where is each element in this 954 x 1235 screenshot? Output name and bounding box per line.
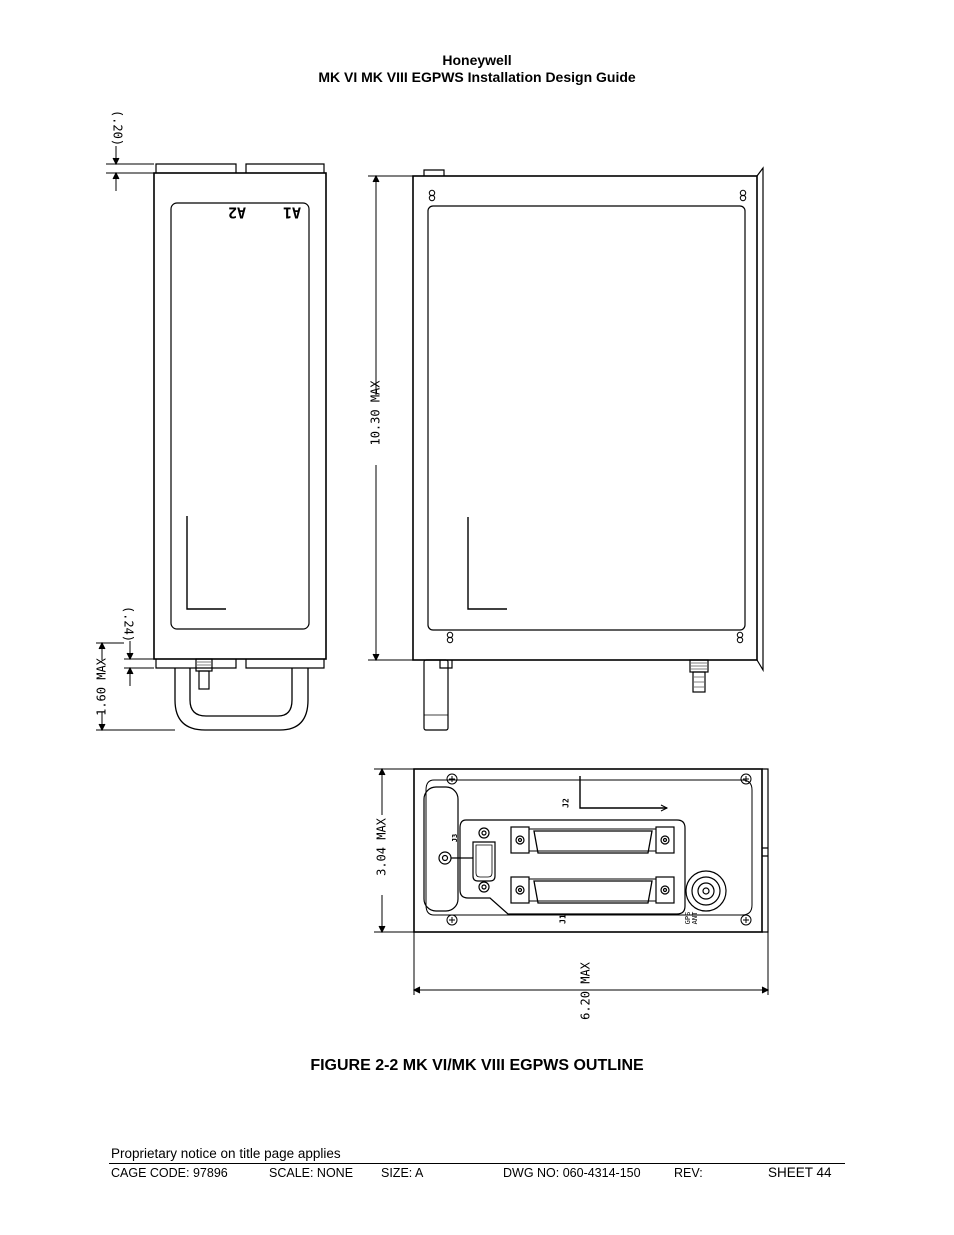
end-view-side-flange xyxy=(762,768,769,933)
side-view-bottom-flanges xyxy=(155,659,325,669)
side-view-label-panel xyxy=(170,202,310,630)
proprietary-notice: Proprietary notice on title page applies xyxy=(111,1146,341,1161)
side-view-handle-outer xyxy=(174,668,309,731)
label-gps: GPS xyxy=(684,912,692,925)
dim-top-clearance: (.20) xyxy=(111,110,125,146)
dim-depth-max: 6.20 MAX xyxy=(579,961,593,1020)
front-view-orientation-arrow xyxy=(467,517,507,610)
front-view-body xyxy=(412,175,758,661)
front-view-side-flange xyxy=(756,166,764,673)
side-view-body xyxy=(153,172,327,660)
side-view-top-flanges xyxy=(155,163,325,173)
end-view-bezel xyxy=(425,779,753,916)
rev: REV: xyxy=(674,1166,703,1180)
end-view-handle xyxy=(423,786,459,912)
label-a1: A1 xyxy=(283,204,301,222)
title-block: CAGE CODE: 97896 SCALE: NONE SIZE: A DWG… xyxy=(111,1165,841,1184)
dim-front-height-max: 3.04 MAX xyxy=(375,817,389,876)
scale: SCALE: NONE xyxy=(269,1166,354,1180)
front-view-screws xyxy=(428,189,747,644)
side-view-orientation-arrow xyxy=(186,516,226,610)
side-view-handle-inner xyxy=(189,668,293,717)
connector-plate xyxy=(459,819,686,915)
end-view-orientation-arrow xyxy=(579,776,667,809)
footer-divider xyxy=(109,1163,845,1164)
size: SIZE: A xyxy=(381,1166,424,1180)
page-header: Honeywell MK VI MK VIII EGPWS Installati… xyxy=(0,52,954,86)
header-company: Honeywell xyxy=(442,52,512,68)
figure-caption: FIGURE 2-2 MK VI/MK VIII EGPWS OUTLINE xyxy=(310,1057,644,1074)
end-view-dimensions: 3.04 MAX 6.20 MAX xyxy=(374,767,770,1020)
end-view-screws xyxy=(446,773,752,926)
cage-code: CAGE CODE: 97896 xyxy=(111,1166,228,1180)
dwg-no: DWG NO: 060-4314-150 xyxy=(503,1166,641,1180)
label-ant: ANT xyxy=(691,911,699,924)
side-view-dimensions: (.20) (.24) 1.60 MAX xyxy=(95,110,175,732)
header-title: MK VI MK VIII EGPWS Installation Design … xyxy=(318,69,636,85)
front-view-dimensions: 10.30 MAX xyxy=(368,174,413,662)
label-j1: J1 xyxy=(559,914,568,924)
connector-j1 xyxy=(510,876,675,904)
dim-height-max: 10.30 MAX xyxy=(369,380,383,446)
connector-end-view: J2 J1 J3 GPS ANT xyxy=(413,768,769,933)
sheet: SHEET 44 xyxy=(768,1165,832,1180)
front-view-connector-body xyxy=(692,671,706,693)
side-view-connector-body xyxy=(198,670,210,690)
end-view-body xyxy=(413,768,763,933)
connector-j2 xyxy=(510,826,675,854)
label-j2: J2 xyxy=(562,798,571,808)
side-view: A1 A2 xyxy=(153,163,327,731)
connector-j3 xyxy=(438,827,496,893)
label-j3: J3 xyxy=(451,834,459,842)
label-a2: A2 xyxy=(228,204,246,222)
gps-antenna-connector xyxy=(685,870,727,912)
dim-width-max: 1.60 MAX xyxy=(95,657,109,716)
front-view xyxy=(412,166,764,731)
dim-bottom-clearance: (.24) xyxy=(122,606,136,642)
front-view-handle xyxy=(423,659,449,731)
front-view-label-panel xyxy=(427,205,746,631)
